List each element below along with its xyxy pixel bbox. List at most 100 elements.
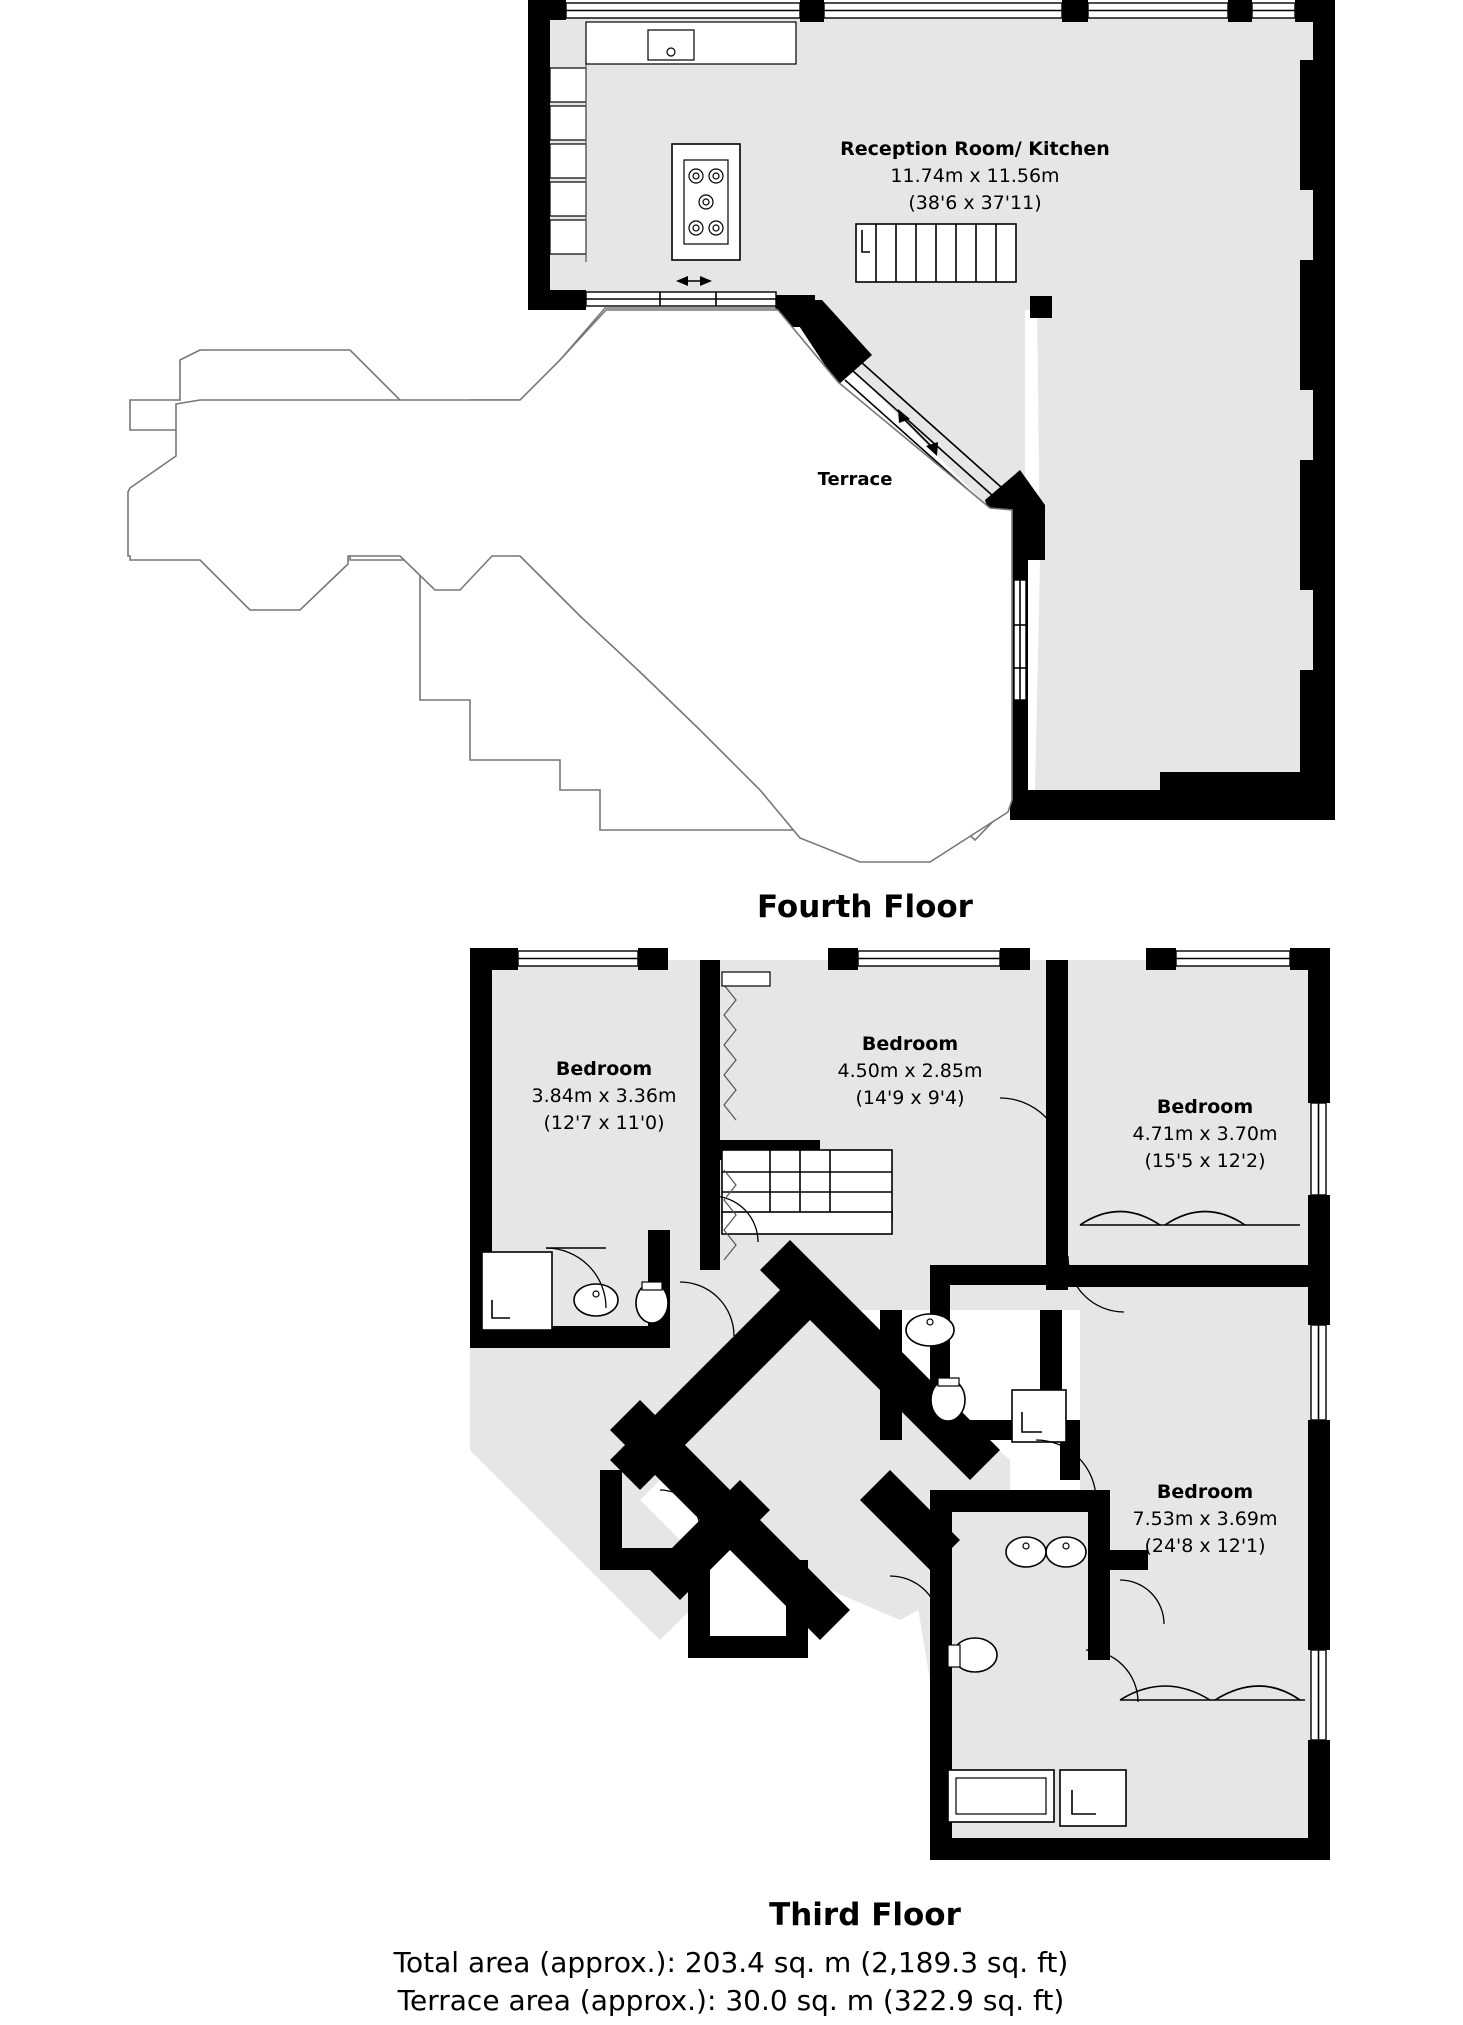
- bay-pier-upper: [782, 300, 872, 385]
- kitchen-unit-3: [549, 143, 587, 179]
- wardrobe-zigzag-2: [723, 1169, 737, 1261]
- wall-right-5: [1313, 390, 1335, 460]
- shower-drain-mark-lower: [1071, 1790, 1096, 1815]
- bedroom-2-dim-imperial: (14'9 x 9'4): [855, 1087, 964, 1109]
- hob-burner-3-inner: [702, 198, 710, 206]
- wall3-left-bottom: [470, 1326, 650, 1348]
- third-floor-walls: [470, 948, 1330, 1860]
- bay-curve-4: [1214, 1685, 1301, 1701]
- fourth-floor-staircase: [855, 223, 1017, 283]
- wall3-top-pier-4: [1146, 948, 1176, 970]
- kitchen-sink-drain: [666, 47, 676, 57]
- wall3-diag-3: [610, 1280, 820, 1490]
- wall-right-8: [1300, 670, 1335, 750]
- stair3-body: [721, 1149, 893, 1221]
- bedroom-2-label-group: Bedroom 4.50m x 2.85m (14'9 x 9'4): [838, 1033, 983, 1109]
- wall3-ll-vert: [600, 1470, 622, 1570]
- bedroom-1-label-group: Bedroom 3.84m x 3.36m (12'7 x 11'0): [532, 1058, 677, 1134]
- terrace-label: Terrace: [818, 469, 893, 490]
- bedroom-3-name: Bedroom: [1157, 1096, 1253, 1118]
- bedroom-4-dim-imperial: (24'8 x 12'1): [1144, 1535, 1265, 1557]
- reception-column: [1030, 296, 1052, 318]
- third-floor-bay-windows: [1079, 1210, 1305, 1701]
- window3-right-2: [1310, 1324, 1327, 1421]
- window3-top-1: [517, 950, 639, 967]
- wardrobe-shelf-1: [721, 971, 771, 987]
- reception-kitchen-dim-imperial: (38'6 x 37'11): [908, 192, 1041, 214]
- door-swing-8: [659, 1489, 701, 1531]
- wall3-ll-vert2: [688, 1548, 710, 1658]
- wall3-bottom-right: [1090, 1838, 1330, 1860]
- wall3-top-pier-3: [1000, 948, 1030, 970]
- reception-kitchen-label-group: Reception Room/ Kitchen 11.74m x 11.56m …: [840, 138, 1110, 214]
- bedroom-2-name: Bedroom: [862, 1033, 958, 1055]
- door-swing-9: [1119, 1579, 1165, 1625]
- wall3-bottom-mid: [930, 1838, 1100, 1860]
- wall-top-mid-pier-1: [800, 0, 824, 22]
- third-floor-wardrobes: [721, 971, 771, 1261]
- total-area-text: Total area (approx.): 203.4 sq. m (2,189…: [393, 1946, 1069, 1979]
- bedroom-4-name: Bedroom: [1157, 1481, 1253, 1503]
- reception-kitchen-dim-metric: 11.74m x 11.56m: [890, 165, 1059, 187]
- fourth-floor-group: Reception Room/ Kitchen 11.74m x 11.56m …: [127, 0, 1335, 925]
- window3-top-3: [1175, 950, 1291, 967]
- wall-top-left-stub: [528, 0, 566, 20]
- washbasin-mid: [905, 1313, 955, 1347]
- summary-group: Total area (approx.): 203.4 sq. m (2,189…: [393, 1946, 1069, 2017]
- wall-bottom-kitchen-left: [528, 290, 586, 310]
- door-swing-5: [1035, 1439, 1097, 1501]
- window3-right-1: [1310, 1102, 1327, 1196]
- door-swing-4: [1067, 1255, 1125, 1313]
- wall3-lb-right: [1088, 1490, 1110, 1660]
- bay-glass-line-3: [860, 361, 1002, 488]
- third-floor-title: Third Floor: [769, 1897, 962, 1933]
- stair3-landing: [721, 1211, 893, 1235]
- wall3-part-3: [700, 1160, 720, 1270]
- bedroom-1-name: Bedroom: [556, 1058, 652, 1080]
- kitchen-unit-2: [549, 105, 587, 141]
- wall3-hall-top: [930, 1265, 1060, 1285]
- window3-right-3: [1310, 1649, 1327, 1741]
- bedroom-4-dim-metric: 7.53m x 3.69m: [1133, 1508, 1278, 1530]
- toilet-cistern-left: [641, 1281, 663, 1291]
- wall-top-pier-3: [1228, 0, 1252, 22]
- bathroom-left-fixtures: [481, 1251, 669, 1331]
- third-floor-door-swings: [545, 1097, 1165, 1703]
- kitchen-worktop-top: [585, 21, 797, 65]
- wall-bottom-right-2: [1160, 772, 1335, 820]
- washbasin-left: [573, 1283, 619, 1317]
- washbasin-tap-mid: [926, 1318, 934, 1326]
- bedroom-1-dim-imperial: (12'7 x 11'0): [543, 1112, 664, 1134]
- bedroom-4-label-group: Bedroom 7.53m x 3.69m (24'8 x 12'1): [1133, 1481, 1278, 1557]
- wall3-left: [470, 948, 492, 1348]
- bedroom-3-dim-metric: 4.71m x 3.70m: [1133, 1123, 1278, 1145]
- wall3-ll-horiz2: [688, 1636, 798, 1658]
- terrace-boundary-detail: [127, 309, 1013, 863]
- washbasin-lower-2: [1045, 1536, 1087, 1568]
- window-top-3: [1087, 2, 1229, 19]
- sliding-door-arrows: [676, 276, 712, 286]
- wall-right-3: [1313, 190, 1335, 260]
- wall-right-1: [1313, 0, 1335, 60]
- wall-right-6: [1300, 460, 1335, 590]
- shower-drain-mark-mid: [1021, 1412, 1042, 1433]
- wall3-right-3: [1308, 1420, 1330, 1650]
- kitchen-island: [671, 143, 741, 261]
- wall3-top-pier-1: [638, 948, 668, 970]
- wall3-lower-left-vert: [930, 1650, 952, 1860]
- washbasin-tap-lower-2: [1062, 1542, 1070, 1550]
- shower-tray-left: [481, 1251, 553, 1331]
- wall-bottom-right-1: [1010, 790, 1160, 820]
- door-swing-7: [711, 1195, 759, 1243]
- kitchen-unit-1: [549, 67, 587, 103]
- window-top-2: [823, 2, 1063, 19]
- shower-tray-mid: [1011, 1389, 1067, 1443]
- window-top-4: [1251, 2, 1296, 19]
- wall3-lb-top: [930, 1490, 1110, 1512]
- wall-top-mid-pier-2: [1062, 0, 1088, 22]
- shower-drain-mark-left: [491, 1300, 510, 1319]
- wall3-right-4: [1308, 1740, 1330, 1860]
- bay-door-arrow: [898, 409, 938, 456]
